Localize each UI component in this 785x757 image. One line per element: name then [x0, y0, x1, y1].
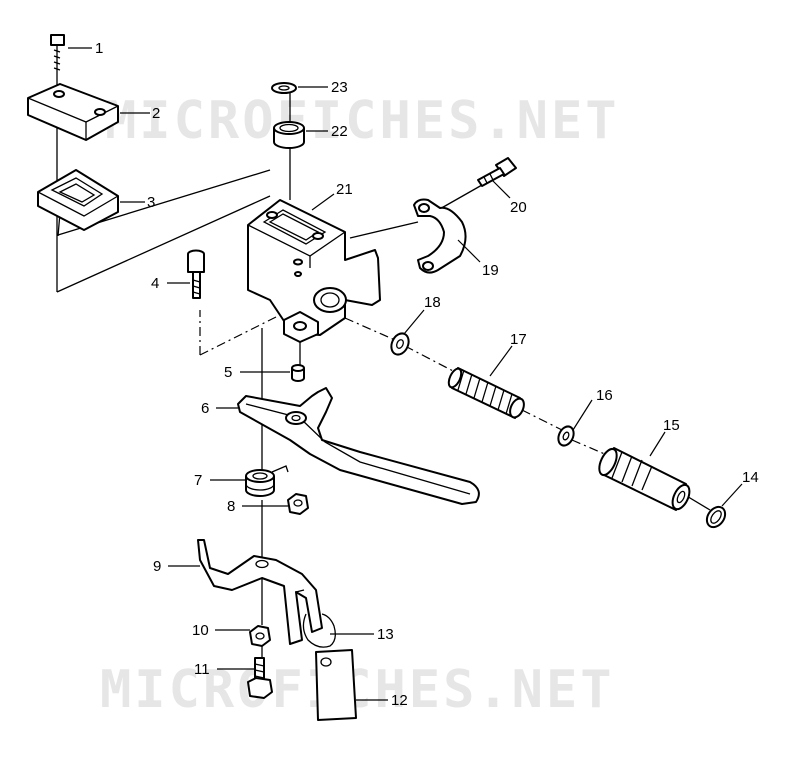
- part-1-cover-screw: [50, 34, 65, 90]
- part-14-circlip: [705, 505, 727, 529]
- part-19-handlebar-clamp: [413, 198, 467, 274]
- part-8-nut: [287, 493, 309, 515]
- callout-numbers: 1 2 3 4 5 6 7 8 9 10 11 12 13 14 15 16 1…: [95, 40, 759, 709]
- part-17-spring: [447, 367, 525, 419]
- part-21-master-cylinder: [247, 199, 381, 343]
- part-10-nut: [249, 625, 271, 647]
- callout-4: 4: [151, 275, 159, 292]
- callout-7: 7: [194, 472, 202, 489]
- part-9-bracket: [197, 539, 323, 645]
- part-2-reservoir-cover: [27, 83, 119, 141]
- callout-13: 13: [377, 626, 394, 643]
- part-16-washer: [557, 425, 575, 447]
- callout-23: 23: [331, 79, 348, 96]
- callout-6: 6: [201, 400, 209, 417]
- callout-5: 5: [224, 364, 232, 381]
- watermark-bottom: MICROFICHES.NET: [100, 660, 615, 720]
- callout-1: 1: [95, 40, 103, 57]
- callout-12: 12: [391, 692, 408, 709]
- callout-3: 3: [147, 194, 155, 211]
- part-4-pivot-bolt: [187, 249, 205, 299]
- callout-19: 19: [482, 262, 499, 279]
- part-11-bolt: [247, 657, 273, 699]
- part-18-washer: [390, 332, 410, 356]
- callout-14: 14: [742, 469, 759, 486]
- callout-9: 9: [153, 558, 161, 575]
- part-20-clamp-screw: [477, 157, 517, 187]
- part-7-torsion-spring: [245, 465, 289, 497]
- part-13-wire-loop: [302, 613, 336, 648]
- part-23-o-ring: [271, 82, 297, 94]
- watermark-top: MICROFICHES.NET: [105, 91, 620, 151]
- part-3-diaphragm: [37, 169, 119, 231]
- callout-21: 21: [336, 181, 353, 198]
- callout-18: 18: [424, 294, 441, 311]
- part-5-pin: [291, 364, 305, 382]
- callout-leaders: [68, 47, 743, 701]
- callout-15: 15: [663, 417, 680, 434]
- callout-17: 17: [510, 331, 527, 348]
- part-6-brake-lever: [237, 387, 480, 505]
- callout-10: 10: [192, 622, 209, 639]
- callout-11: 11: [194, 661, 210, 678]
- part-15-piston: [598, 447, 691, 511]
- callout-22: 22: [331, 123, 348, 140]
- callout-16: 16: [596, 387, 613, 404]
- part-12-tag: [315, 649, 357, 721]
- callout-8: 8: [227, 498, 235, 515]
- part-22-bushing: [273, 121, 305, 149]
- callout-2: 2: [152, 105, 160, 122]
- callout-20: 20: [510, 199, 527, 216]
